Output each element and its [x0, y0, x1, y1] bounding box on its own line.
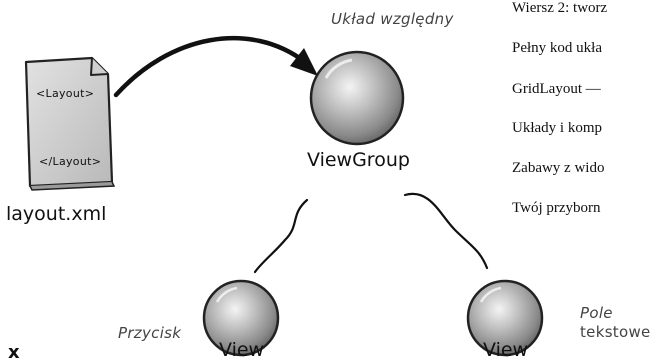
file-label: layout.xml [6, 203, 107, 225]
left-child-label: View [219, 339, 265, 361]
inflate-arrow [113, 35, 318, 98]
root-node-sphere [309, 50, 405, 146]
toc-item[interactable]: Układy i komp [512, 120, 602, 136]
right-child-caption-line1: Pole [580, 304, 613, 322]
xml-file-icon [24, 56, 116, 191]
left-node-sphere [202, 279, 280, 357]
toc-item[interactable]: Pełny kod ukła [512, 40, 602, 56]
file-tag-open: <Layout> [36, 87, 95, 100]
left-child-caption: Przycisk [118, 324, 182, 342]
toc-item[interactable]: Zabawy z wido [512, 160, 605, 176]
root-node-label: ViewGroup [307, 149, 410, 171]
right-node-sphere [466, 279, 544, 357]
edge-root-right [403, 192, 489, 270]
toc-item[interactable]: Wiersz 2: tworz [512, 0, 608, 16]
right-child-caption-line2: tekstowe [580, 323, 651, 341]
root-caption: Układ względny [331, 10, 454, 28]
toc-item[interactable]: GridLayout — [512, 81, 601, 97]
toc-item[interactable]: Twój przyborn [512, 200, 601, 216]
edge-root-left [253, 198, 309, 274]
right-child-label: View [483, 339, 529, 361]
close-mark: x [8, 342, 20, 363]
file-tag-close: </Layout> [39, 155, 102, 168]
toc-list: Wiersz 2: tworz Pełny kod ukła GridLayou… [512, 0, 669, 240]
